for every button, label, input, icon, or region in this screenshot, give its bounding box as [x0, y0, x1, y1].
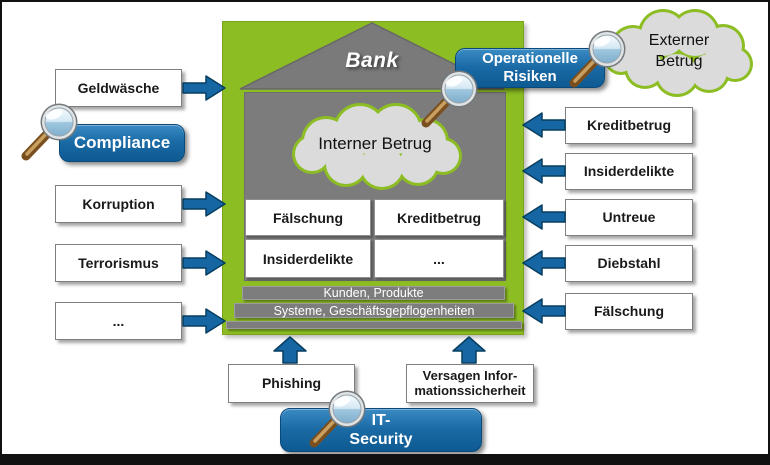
bank-grid-insiderdelikte: Insiderdelikte — [245, 239, 371, 278]
threat-box-terrorismus: Terrorismus — [55, 244, 182, 282]
threat-box-insiderdelikte: Insiderdelikte — [565, 153, 693, 190]
threat-box-versagen-informationssicherheit: Versagen Infor- mationssicherheit — [406, 364, 534, 403]
operational-risks-label-line2: Risiken — [503, 68, 557, 85]
compliance-badge: Compliance — [59, 124, 185, 162]
arrow-left-icon — [522, 250, 566, 276]
bank-grid-kreditbetrug: Kreditbetrug — [374, 199, 504, 236]
threat-box-left-ellipsis: ... — [55, 302, 182, 340]
arrow-right-icon — [182, 75, 226, 101]
bank-grid-faelschung: Fälschung — [245, 199, 371, 236]
it-security-label-line2: Security — [349, 431, 413, 448]
threat-box-phishing: Phishing — [228, 364, 355, 403]
arrow-right-icon — [182, 308, 226, 334]
bank-title: Bank — [345, 49, 399, 72]
arrow-right-icon — [182, 191, 226, 217]
external-fraud-cloud — [604, 9, 753, 97]
magnifier-icon — [421, 70, 478, 128]
threat-box-diebstahl: Diebstahl — [565, 245, 693, 282]
bank-bar-systeme: Systeme, Geschäftsgepflogenheiten — [234, 303, 514, 318]
magnifier-icon — [569, 30, 626, 88]
arrow-left-icon — [522, 112, 566, 138]
internal-fraud-cloud — [292, 103, 462, 190]
arrow-right-icon — [182, 250, 226, 276]
arrow-left-icon — [522, 158, 566, 184]
threat-box-korruption: Korruption — [55, 185, 182, 223]
operational-risks-label-line1: Operationelle — [482, 50, 578, 67]
bank-grid-ellipsis: ... — [374, 239, 504, 278]
threat-box-untreue: Untreue — [565, 199, 693, 236]
threat-box-kreditbetrug: Kreditbetrug — [565, 107, 693, 144]
magnifier-icon — [21, 103, 78, 161]
arrow-up-icon — [273, 336, 307, 364]
threat-box-geldwaesche: Geldwäsche — [55, 69, 182, 107]
it-security-label-line1: IT- — [371, 411, 391, 429]
bank-bar-base — [226, 321, 522, 329]
arrow-up-icon — [452, 336, 486, 364]
bank-bar-kunden-produkte: Kunden, Produkte — [242, 286, 505, 300]
arrow-left-icon — [522, 204, 566, 230]
threat-box-faelschung-right: Fälschung — [565, 293, 693, 330]
arrow-left-icon — [522, 298, 566, 324]
compliance-label: Compliance — [73, 132, 171, 152]
magnifier-icon — [309, 390, 366, 448]
bank-roof — [239, 22, 505, 90]
